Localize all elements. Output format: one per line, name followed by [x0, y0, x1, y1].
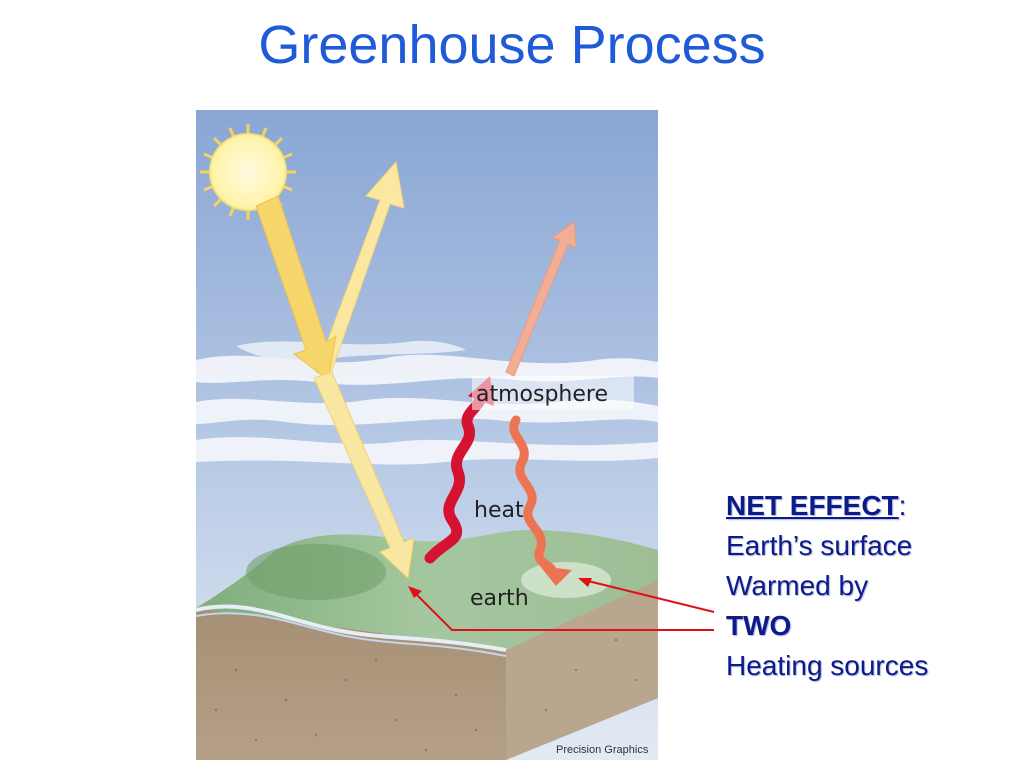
heat-wave-down-head [540, 566, 572, 586]
escaping-heat-arrow [505, 221, 577, 377]
atmosphere-label: atmosphere [476, 382, 608, 407]
net-effect-colon: : [898, 490, 907, 521]
net-effect-heading-line: NET EFFECT: [726, 486, 1016, 526]
heat-label: heat [474, 498, 524, 523]
ground-block [196, 530, 658, 760]
incoming-sunlight-arrow [255, 195, 337, 381]
earth-label: earth [470, 586, 529, 611]
net-effect-line-2: Warmed by [726, 570, 869, 601]
atmosphere-label-backdrop [472, 376, 634, 410]
net-effect-callout: NET EFFECT: Earth’s surface Warmed by TW… [726, 486, 1016, 686]
net-effect-heading: NET EFFECT [726, 490, 899, 521]
sun-icon [200, 124, 296, 220]
net-effect-line-3: TWO [726, 610, 792, 641]
net-effect-line-1: Earth’s surface [726, 530, 913, 561]
heat-wave-down-arrow [509, 415, 557, 575]
greenhouse-diagram: atmosphere heat earth [196, 110, 658, 760]
reflected-sunlight-arrow [315, 160, 405, 377]
slide-title: Greenhouse Process [258, 15, 766, 75]
image-credit: Precision Graphics [556, 744, 649, 756]
net-effect-line-4: Heating sources [726, 650, 929, 681]
heat-wave-up-arrow [424, 388, 486, 564]
sunlight-to-earth-arrow [313, 371, 415, 580]
